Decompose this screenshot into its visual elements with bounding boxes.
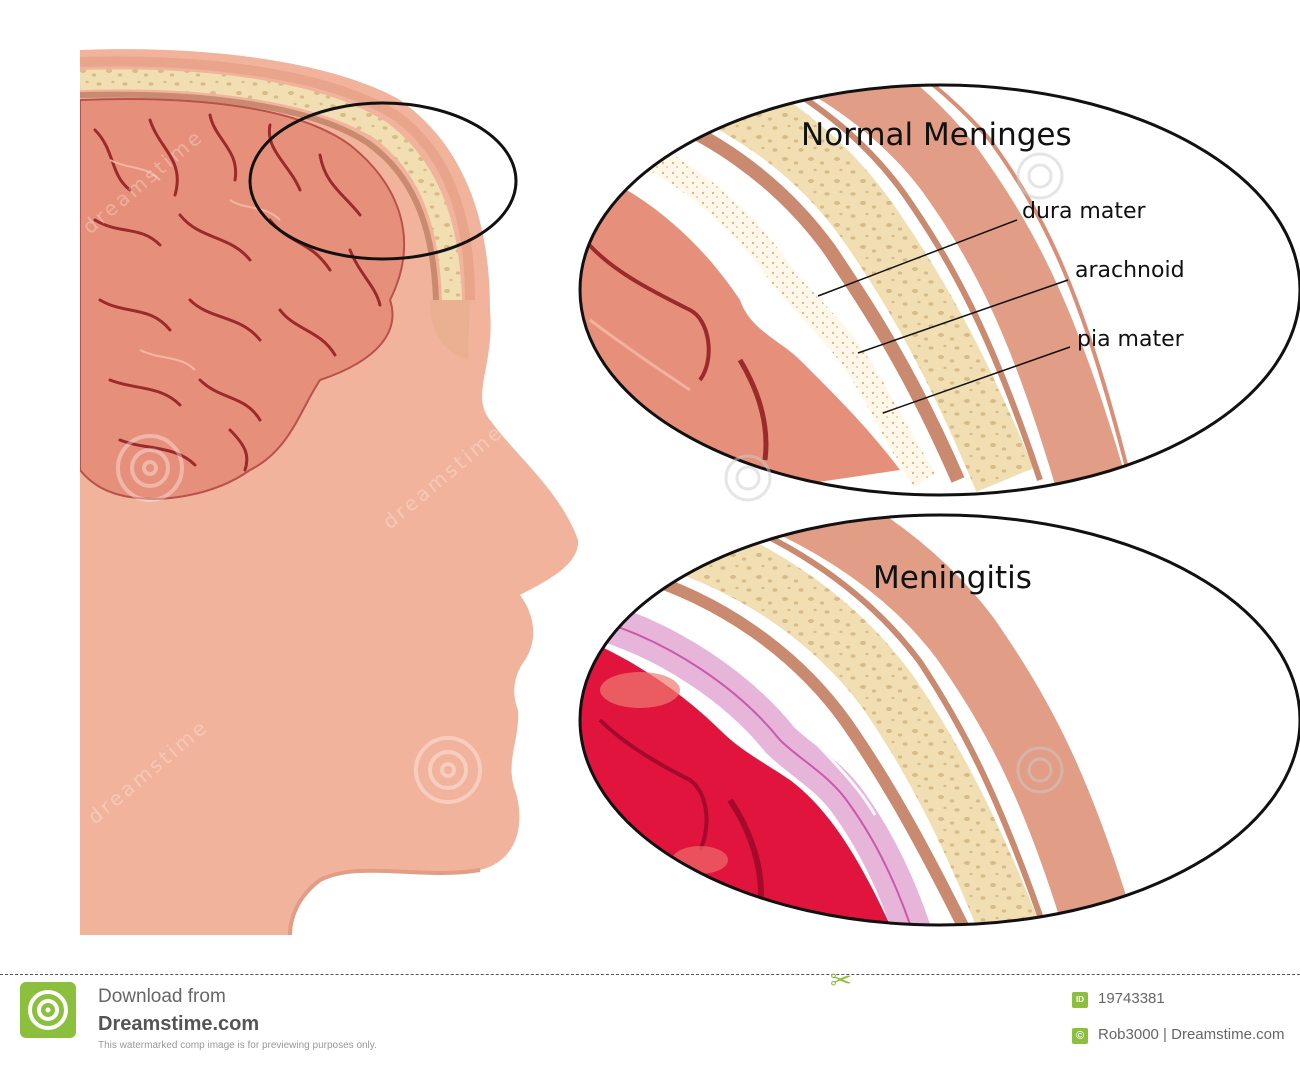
image-id: 19743381 xyxy=(1098,990,1165,1007)
meningitis-inset: Meningitis xyxy=(578,513,1300,927)
footer-divider xyxy=(0,974,1300,975)
pia-mater-leader xyxy=(882,346,1071,414)
footer-site-name[interactable]: Dreamstime.com xyxy=(98,1013,260,1035)
arachnoid-label: arachnoid xyxy=(1075,258,1185,283)
zoom-callout xyxy=(248,101,518,261)
dura-mater-label: dura mater xyxy=(1022,199,1147,224)
head-profile xyxy=(80,49,579,936)
watermark-head xyxy=(116,434,482,804)
pia-mater-label: pia mater xyxy=(1077,327,1185,352)
image-author[interactable]: Rob3000 | Dreamstime.com xyxy=(1098,1026,1285,1043)
normal-meninges-inset: Normal Meninges dura mater arachnoid pia… xyxy=(578,83,1300,502)
watermark-meningitis xyxy=(1016,746,1064,794)
scissors-icon: ✂ xyxy=(830,966,852,996)
stock-footer: ✂ Download from Dreamstime.com This wate… xyxy=(0,966,1300,1065)
dura-mater-leader xyxy=(817,219,1018,297)
id-badge-icon: ID xyxy=(1072,992,1088,1008)
watermark-normal xyxy=(724,152,1064,502)
copyright-badge-icon: © xyxy=(1072,1028,1088,1044)
meningitis-title: Meningitis xyxy=(873,560,1032,596)
brain xyxy=(80,97,405,500)
footer-download-text: Download from xyxy=(98,986,226,1007)
normal-meninges-title: Normal Meninges xyxy=(801,117,1072,153)
dreamstime-logo xyxy=(20,982,76,1038)
footer-disclaimer: This watermarked comp image is for previ… xyxy=(98,1040,377,1051)
arachnoid-leader xyxy=(857,279,1069,354)
